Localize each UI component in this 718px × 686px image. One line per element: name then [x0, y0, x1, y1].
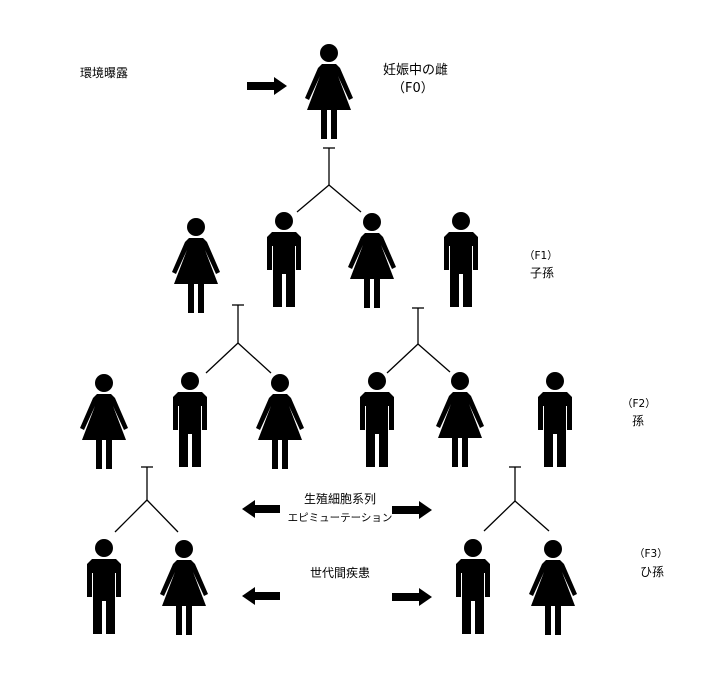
- disease-right-arrow-icon: [392, 588, 432, 606]
- person-f3a-male-icon: [87, 539, 121, 634]
- lineage-connector-f1c: [386, 307, 451, 374]
- lineage-connector-f2b: [114, 466, 179, 533]
- lineage-connectors: [114, 147, 550, 533]
- lineage-connector-f1b: [205, 304, 272, 374]
- person-f2e-female-icon: [436, 372, 484, 467]
- person-f0-female-icon: [305, 44, 353, 139]
- disease-left-arrow-icon: [242, 587, 280, 605]
- person-f2f-male-icon: [538, 372, 572, 467]
- person-f2d-male-icon: [360, 372, 394, 467]
- f1-name-label: 子孫: [530, 266, 555, 280]
- person-f1c-female-icon: [348, 213, 396, 308]
- epimutation-label: エピミューテーション: [287, 512, 393, 524]
- germline-right-arrow-icon: [392, 501, 432, 519]
- germline-left-arrow-icon: [242, 500, 280, 518]
- f1-generation-label: （F1）: [524, 250, 558, 262]
- person-f1d-male-icon: [444, 212, 478, 307]
- person-f3d-female-icon: [529, 540, 577, 635]
- f2-name-label: 孫: [632, 414, 645, 428]
- lineage-connector-f0: [296, 147, 362, 213]
- f3-name-label: ひ孫: [640, 565, 665, 579]
- person-f3b-female-icon: [160, 540, 208, 635]
- f2-generation-label: （F2）: [622, 398, 656, 410]
- f0-generation-label: （F0）: [392, 81, 434, 96]
- f0-title-label: 妊娠中の雌: [383, 63, 449, 78]
- person-f3c-male-icon: [456, 539, 490, 634]
- person-f2c-female-icon: [256, 374, 304, 469]
- germline-label: 生殖細胞系列: [303, 492, 376, 506]
- person-f1a-female-icon: [172, 218, 220, 313]
- person-f2a-female-icon: [80, 374, 128, 469]
- f3-generation-label: （F3）: [634, 548, 668, 560]
- lineage-connector-f2e: [483, 466, 550, 532]
- exposure-arrow-icon: [247, 77, 287, 95]
- disease-label: 世代間疾患: [309, 566, 370, 580]
- person-f2b-male-icon: [173, 372, 207, 467]
- arrows: [242, 77, 432, 606]
- exposure-label: 環境曝露: [80, 66, 129, 80]
- person-f1b-male-icon: [267, 212, 301, 307]
- people-figures: [80, 44, 577, 635]
